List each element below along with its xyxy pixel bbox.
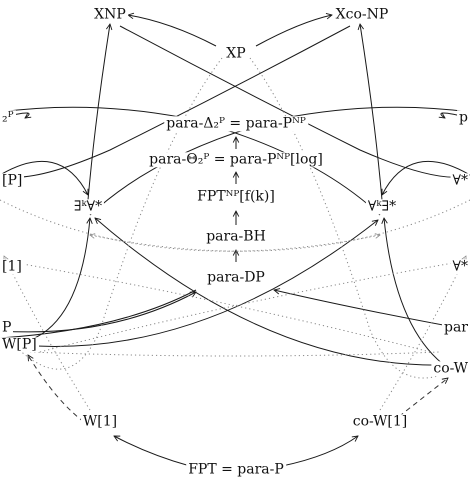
edge-arc-left-upper bbox=[0, 160, 88, 195]
dashed-cow1-cow bbox=[391, 378, 448, 423]
node-left-partial-b: [P] bbox=[0, 172, 25, 189]
edge-arc-right-upper bbox=[382, 160, 470, 195]
node-left-partial-e: W[P] bbox=[0, 336, 39, 353]
edge-cow-forallexists bbox=[384, 218, 449, 369]
node-right-partial-a: p bbox=[457, 109, 470, 126]
dotted-left-upper bbox=[0, 199, 380, 252]
node-para-bh: para-BH bbox=[204, 228, 268, 245]
dashed-w1-wp bbox=[28, 355, 85, 423]
dotted-xp-left bbox=[14, 57, 223, 370]
edge-xnp-right-down bbox=[119, 25, 470, 178]
edge-left-to-dp bbox=[0, 292, 196, 333]
node-xp: XP bbox=[224, 45, 248, 62]
node-w1: W[1] bbox=[80, 413, 120, 430]
edge-fpt-w1 bbox=[114, 436, 191, 467]
edge-wp-existsforall bbox=[19, 218, 90, 344]
node-right-partial-b: ∀* bbox=[450, 172, 470, 189]
node-co-w1: co-W[1] bbox=[350, 413, 410, 430]
node-left-partial-d: P bbox=[0, 319, 14, 336]
edge-fpt-cow1 bbox=[281, 436, 358, 467]
edge-xp-xconp bbox=[255, 15, 332, 47]
dotted-wp-cow bbox=[29, 351, 441, 357]
node-fpt-np: FPTᴺᴾ[f(k)] bbox=[195, 188, 277, 205]
edge-xp-xnp bbox=[128, 15, 217, 47]
edge-existsforall-xnp bbox=[87, 24, 110, 201]
node-right-partial-d: par bbox=[441, 319, 470, 336]
node-exists-forall: ∃ᵏ∀* bbox=[71, 198, 105, 215]
node-para-delta: para-Δ₂ᴾ = para-Pᴺᴾ bbox=[164, 115, 308, 132]
node-xco-np: Xco-NP bbox=[333, 6, 391, 23]
node-fpt: FPT = para-P bbox=[186, 461, 286, 478]
node-xnp: XNP bbox=[92, 6, 128, 23]
node-para-dp: para-DP bbox=[205, 269, 267, 286]
node-forall-exists: ∀ᵏ∃* bbox=[365, 198, 399, 215]
edge-xconp-left-down bbox=[0, 25, 351, 178]
edge-forallexists-xconp bbox=[360, 24, 383, 201]
node-para-theta: para-Θ₂ᴾ = para-Pᴺᴾ[log] bbox=[147, 151, 325, 168]
dotted-xp-right bbox=[249, 57, 456, 379]
edge-dp-left bbox=[0, 289, 197, 339]
edge-dp-right bbox=[274, 290, 470, 331]
edge-cow-existsforall bbox=[95, 218, 449, 366]
dotted-right-upper bbox=[90, 199, 470, 252]
node-right-partial-c: ∀* bbox=[450, 258, 470, 275]
node-left-partial-a: ₂ᴾ bbox=[0, 109, 16, 126]
edge-wp-forallexists bbox=[19, 220, 378, 347]
node-left-partial-c: [1] bbox=[0, 258, 24, 275]
node-right-partial-e: co-W bbox=[431, 360, 470, 377]
